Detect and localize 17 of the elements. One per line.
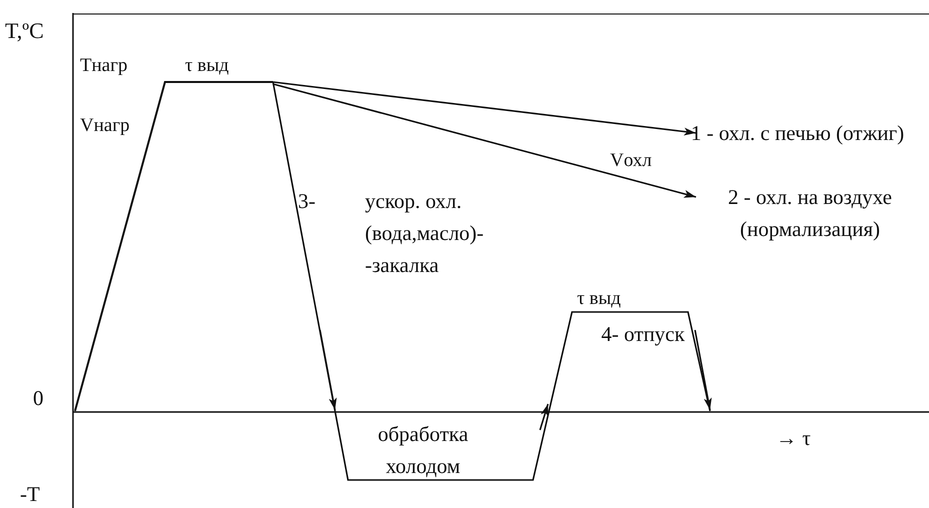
axis-label: Vнагр — [80, 114, 130, 138]
tick-label: -T — [20, 481, 40, 508]
annotation-text: обработка холодом — [376, 421, 470, 480]
axis-label: Vохл — [610, 149, 652, 173]
axis-label: → τ — [776, 425, 811, 452]
arrow — [272, 83, 696, 198]
annotation-text: 1 - охл. с печью (отжиг) — [690, 117, 905, 149]
axis-label: τ выд — [185, 54, 229, 78]
annotation-text: 2 - охл. на воздухе (нормализация) — [690, 181, 929, 245]
axis-label: Tнагр — [80, 54, 128, 78]
tick-label: 0 — [33, 385, 44, 412]
annotation-text: ускор. охл. (вода,масло)- -закалка — [365, 188, 485, 279]
arrow — [272, 81, 696, 136]
axis-label: T,ºC — [5, 17, 44, 45]
callout-number: 3- — [298, 188, 316, 215]
axis-label: τ выд — [577, 287, 621, 311]
annotation-text: 4- отпуск — [600, 321, 686, 348]
